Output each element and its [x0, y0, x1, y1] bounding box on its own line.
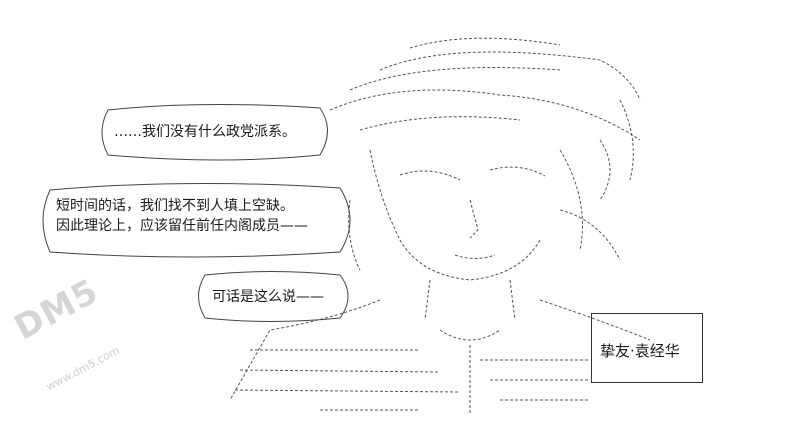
bubble-2-line-2: 因此理论上，应该留任前任内阁成员——	[56, 218, 308, 234]
bubble-1-line-1: ……我们没有什么政党派系。	[114, 124, 296, 140]
name-label-box	[591, 313, 703, 383]
speech-bubble-2: 短时间的话，我们找不到人填上空缺。 因此理论上，应该留任前任内阁成员——	[56, 196, 308, 236]
speech-bubble-3: 可话是这么说——	[212, 287, 324, 307]
bubble-3-line-1: 可话是这么说——	[212, 289, 324, 305]
name-label: 挚友·袁经华	[600, 342, 680, 360]
bubble-2-line-1: 短时间的话，我们找不到人填上空缺。	[56, 198, 294, 214]
speech-bubble-1: ……我们没有什么政党派系。	[114, 122, 296, 142]
